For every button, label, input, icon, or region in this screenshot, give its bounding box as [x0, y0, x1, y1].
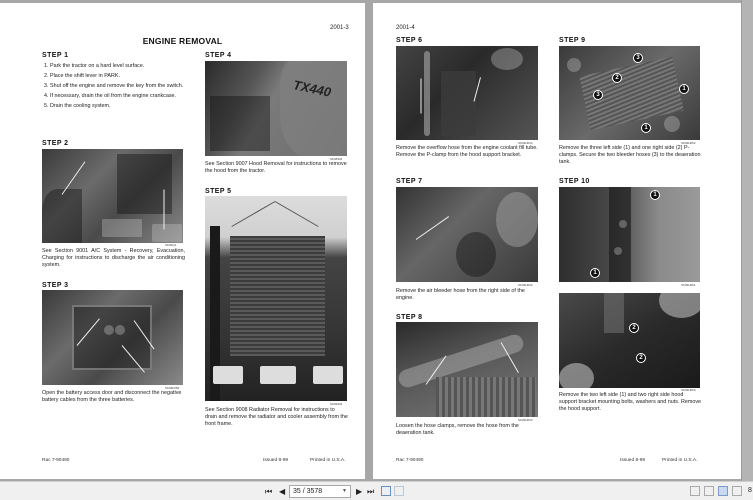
step-8-heading: STEP 8 [396, 314, 423, 321]
callout-2: 2 [612, 73, 622, 83]
step-8-photo [396, 322, 538, 417]
step-4-heading: STEP 4 [205, 52, 232, 59]
step-1-list: 1. Park the tractor on a hard level surf… [42, 63, 185, 113]
figure-code: SK09H050 [681, 388, 696, 392]
figure-code: SK09H033 [518, 418, 533, 422]
step-10-caption: Remove the two left side (1) and two rig… [559, 392, 702, 412]
zoom-level[interactable]: 8 [748, 487, 752, 494]
step-5-caption: See Section 9008 Radiator Removal for in… [205, 407, 348, 427]
step-9-heading: STEP 9 [559, 37, 586, 44]
callout-1: 1 [650, 190, 660, 200]
step-7-photo [396, 187, 538, 282]
step-9-caption: Remove the three left side (1) and one r… [559, 145, 701, 165]
callout-1: 1 [641, 123, 651, 133]
vertical-scrollbar[interactable] [741, 0, 753, 481]
step-5-photo [205, 196, 347, 401]
step-4-caption: See Section 9007 Hood Removal for instru… [205, 161, 347, 174]
step-2-caption: See Section 9001 A/C System - Recovery, … [42, 248, 185, 268]
step-4-photo: TX440 [205, 61, 347, 156]
callout-1: 1 [679, 84, 689, 94]
last-page-button[interactable]: ⏭ [367, 487, 375, 496]
step-10-top-photo: 1 1 [559, 187, 700, 282]
document-viewport[interactable]: 2001-3 ENGINE REMOVAL STEP 1 1. Park the… [0, 0, 753, 481]
step-1-item: 4. If necessary, drain the oil from the … [44, 93, 177, 99]
chevron-down-icon[interactable]: ▼ [342, 488, 347, 494]
figure-code: SK09H052 [681, 141, 696, 145]
footer-printed: Printed in U.S.A. [662, 458, 698, 463]
step-1-item: 2. Place the shift lever in PARK. [44, 73, 121, 79]
page-title: ENGINE REMOVAL [142, 36, 223, 46]
step-3-caption: Open the battery access door and disconn… [42, 390, 182, 403]
first-page-button[interactable]: ⏮ [265, 487, 273, 496]
step-7-heading: STEP 7 [396, 178, 423, 185]
navigation-toolbar: ⏮ ◀ 35 / 3578 ▼ ▶ ⏭ 8 [0, 481, 753, 500]
step-3-heading: STEP 3 [42, 282, 69, 289]
next-page-button[interactable]: ▶ [356, 487, 363, 496]
step-6-caption: Remove the overflow hose from the engine… [396, 145, 538, 158]
step-2-heading: STEP 2 [42, 140, 69, 147]
figure-code: SK09H032 [518, 283, 533, 287]
figure-code: SK09H034 [518, 141, 533, 145]
step-1-heading: STEP 1 [42, 52, 69, 59]
single-page-view-icon[interactable] [690, 486, 700, 496]
page-2001-4: 2001-4 STEP 6 SK09H034 Remove the overfl… [373, 3, 741, 479]
step-6-heading: STEP 6 [396, 37, 423, 44]
callout-2: 2 [629, 323, 639, 333]
footer-issued: Issued 8-99 [620, 458, 646, 463]
copy-page-icon[interactable] [381, 486, 391, 496]
previous-page-button[interactable]: ◀ [279, 487, 286, 496]
continuous-view-icon[interactable] [704, 486, 714, 496]
figure-code: SK09404 [330, 402, 343, 406]
footer-issued: Issued 8-99 [263, 458, 289, 463]
callout-1: 1 [590, 268, 600, 278]
callout-2: 2 [636, 353, 646, 363]
step-1-item: 5. Drain the cooling system. [44, 103, 111, 109]
page-layout-icon[interactable] [394, 486, 404, 496]
step-8-caption: Loosen the hose clamps, remove the hose … [396, 423, 519, 436]
page-2001-3: 2001-3 ENGINE REMOVAL STEP 1 1. Park the… [0, 3, 365, 479]
figure-code: SK08404 [330, 157, 343, 161]
figure-code: SK09F050 [165, 386, 180, 390]
step-6-photo [396, 46, 538, 140]
footer-ref: Rac 7-90490 [42, 458, 70, 463]
figure-code: SK09H051 [681, 283, 696, 287]
page-number: 2001-4 [396, 25, 415, 31]
step-5-heading: STEP 5 [205, 188, 232, 195]
two-page-continuous-view-icon[interactable] [732, 486, 742, 496]
footer-ref: Rac 7-90490 [396, 458, 424, 463]
step-9-photo: 3 2 3 1 1 [559, 46, 700, 140]
callout-3: 3 [633, 53, 643, 63]
step-3-photo [42, 290, 183, 385]
page-indicator: 35 / 3578 [293, 488, 323, 495]
step-10-heading: STEP 10 [559, 178, 590, 185]
two-page-view-icon[interactable] [718, 486, 728, 496]
callout-3: 3 [593, 90, 603, 100]
step-10-bottom-photo: 2 2 [559, 293, 700, 388]
step-2-photo [42, 149, 183, 243]
step-1-item: 1. Park the tractor on a hard level surf… [44, 63, 145, 69]
step-7-caption: Remove the air bleeder hose from the rig… [396, 288, 525, 301]
footer-printed: Printed in U.S.A. [310, 458, 346, 463]
page-number: 2001-3 [330, 25, 349, 31]
figure-code: SK09Q1 [165, 243, 177, 247]
step-1-item: 3. Shut off the engine and remove the ke… [44, 83, 184, 89]
page-number-input[interactable]: 35 / 3578 ▼ [289, 485, 351, 498]
